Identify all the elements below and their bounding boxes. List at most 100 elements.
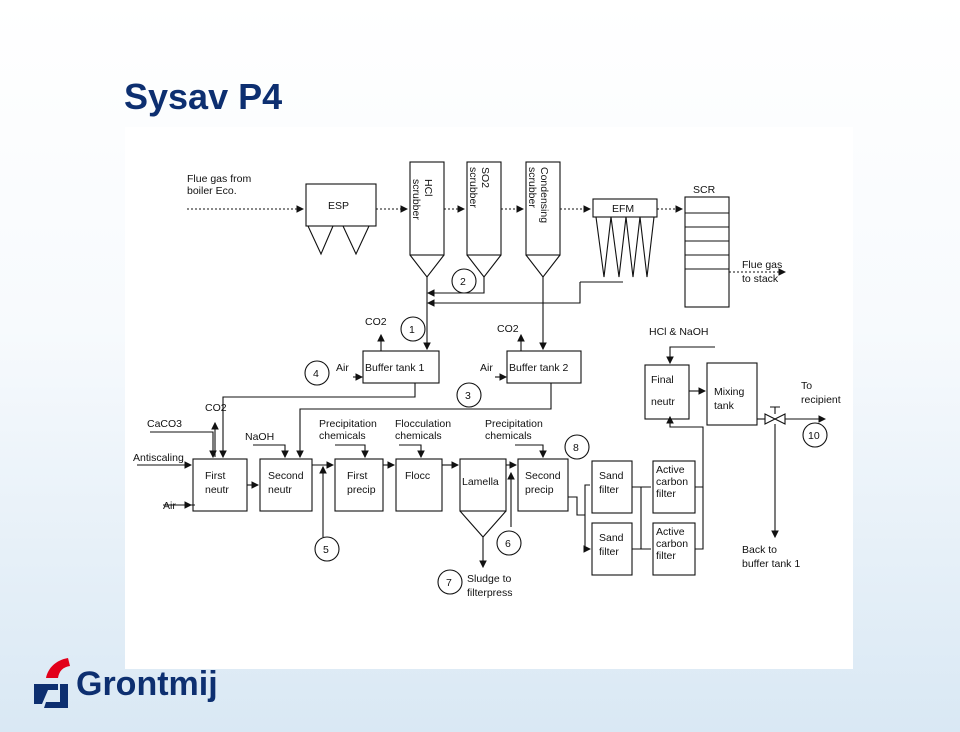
precip-chem-2-label-a: Precipitation xyxy=(485,418,543,430)
buffer-tank-1-box xyxy=(362,350,440,384)
feed-sand-filters xyxy=(568,484,590,549)
first-precip-box xyxy=(334,458,384,512)
marker-3-circle xyxy=(456,382,482,408)
precip-chem-1-label-b: chemicals xyxy=(319,430,366,442)
carbon-a-label-2: carbon xyxy=(656,476,688,488)
first-precip-label-2: precip xyxy=(347,484,376,496)
three-way-valve xyxy=(764,413,786,425)
second-precip-label-1: Second xyxy=(525,470,561,482)
co2-neutr-label: CO2 xyxy=(205,402,227,414)
flocc-box xyxy=(395,458,443,512)
marker-5-label: 5 xyxy=(323,544,329,556)
marker-6-circle xyxy=(496,530,522,556)
precip-chem-2-label-b: chemicals xyxy=(485,430,532,442)
mixing-tank-label-1: Mixing xyxy=(714,386,745,398)
marker-5-circle xyxy=(314,536,340,562)
final-neutr-label-2: neutr xyxy=(651,396,675,408)
hcl-naoh-label: HCl & NaOH xyxy=(649,326,709,338)
carbon-b-label-2: carbon xyxy=(656,538,688,550)
co2-buffer2-label: CO2 xyxy=(497,323,519,335)
marker-7-label: 7 xyxy=(446,577,452,589)
carbon-b-label-1: Active xyxy=(656,526,685,538)
co2-buffer1-label: CO2 xyxy=(365,316,387,328)
so2-return-line xyxy=(426,277,485,297)
flue-gas-label-1: Flue gas from xyxy=(187,173,251,185)
marker-4-circle xyxy=(304,360,330,386)
mixing-tank-label-2: tank xyxy=(714,400,735,412)
valve-actuator xyxy=(770,406,780,414)
buffer-tank-2-label: Buffer tank 2 xyxy=(509,362,569,374)
lamella-label: Lamella xyxy=(462,476,499,488)
first-neutr-label-2: neutr xyxy=(205,484,229,496)
sand-filter-a-label-1: Sand xyxy=(599,470,624,482)
lamella-cone xyxy=(459,510,507,553)
marker-8-circle xyxy=(564,434,590,460)
second-neutr-label-1: Second xyxy=(268,470,304,482)
logo-navy-bracket xyxy=(44,684,68,708)
condensing-scrubber-cone xyxy=(525,254,561,278)
marker-2-circle xyxy=(451,268,477,294)
sand-filter-b-label-1: Sand xyxy=(599,532,624,544)
lamella-box xyxy=(459,458,507,512)
second-neutr-label-2: neutr xyxy=(268,484,292,496)
second-neutr-box xyxy=(259,458,313,512)
final-neutr-box xyxy=(644,364,690,420)
sand-filter-a-label-2: filter xyxy=(599,484,619,496)
antiscaling-label: Antiscaling xyxy=(133,452,184,464)
condensing-label-1: Condensing xyxy=(538,167,550,223)
caco3-feed-line xyxy=(150,431,217,459)
process-diagram-panel: Flue gas from boiler Eco. ESP HCl scrubb… xyxy=(125,127,853,669)
flocc-label: Flocc xyxy=(405,470,430,482)
so2-scrubber-label-2: scrubber xyxy=(467,167,479,208)
logo-navy-shape xyxy=(34,684,58,704)
first-precip-label-1: First xyxy=(347,470,367,482)
slide-title: Sysav P4 xyxy=(124,76,283,117)
air-neutr-label: Air xyxy=(163,500,176,512)
marker-8-label: 8 xyxy=(573,442,579,454)
air-buffer2-label: Air xyxy=(480,362,493,374)
buffer1-to-first-neutr xyxy=(219,383,416,459)
carbon-to-final-line xyxy=(670,417,704,550)
caco3-label: CaCO3 xyxy=(147,418,182,430)
efm-label: EFM xyxy=(612,203,634,215)
efm-electrodes xyxy=(595,216,655,278)
hcl-naoh-feed xyxy=(666,346,715,365)
naoh-feed-line xyxy=(253,444,289,459)
so2-scrubber-label-1: SO2 xyxy=(479,167,491,188)
scr-layers xyxy=(685,212,729,270)
sludge-label-1: Sludge to xyxy=(467,573,512,585)
logo-red-swoosh xyxy=(46,658,70,678)
back-buffer-label-1: Back to xyxy=(742,544,777,556)
efm-box xyxy=(592,198,658,218)
marker-3-label: 3 xyxy=(465,390,471,402)
sand-to-carbon-lines xyxy=(632,486,651,550)
second-precip-label-2: precip xyxy=(525,484,554,496)
process-flow-diagram: Flue gas from boiler Eco. ESP HCl scrubb… xyxy=(133,161,841,599)
marker-6-label: 6 xyxy=(505,538,511,550)
condensing-label-2: scrubber xyxy=(526,167,538,208)
scr-label: SCR xyxy=(693,184,716,196)
marker-4-label: 4 xyxy=(313,368,319,380)
flocc-chem-feed xyxy=(399,444,425,459)
so2-scrubber-cone xyxy=(466,254,502,278)
buffer-tank-1-label: Buffer tank 1 xyxy=(365,362,425,374)
mixing-tank-box xyxy=(706,362,758,426)
buffer-tank-2-box xyxy=(506,350,582,384)
marker-1-label: 1 xyxy=(409,324,415,336)
hcl-scrubber-cone xyxy=(409,254,445,278)
buffer2-to-second-neutr xyxy=(296,383,552,459)
marker-10-label: 10 xyxy=(808,430,820,442)
sand-filter-b-label-2: filter xyxy=(599,546,619,558)
brand-name: Grontmij xyxy=(76,665,218,703)
back-buffer-label-2: buffer tank 1 xyxy=(742,558,800,570)
precip-chem-1-feed xyxy=(335,444,369,459)
first-neutr-label-1: First xyxy=(205,470,225,482)
precip-chem-2-feed xyxy=(515,444,547,459)
final-neutr-label-1: Final xyxy=(651,374,674,386)
marker-7-circle xyxy=(437,569,463,595)
marker-circles xyxy=(304,268,828,595)
flue-gas-label-2: boiler Eco. xyxy=(187,185,237,197)
scr-box xyxy=(684,196,730,308)
carbon-a-label-3: filter xyxy=(656,488,676,500)
esp-label: ESP xyxy=(328,200,349,212)
